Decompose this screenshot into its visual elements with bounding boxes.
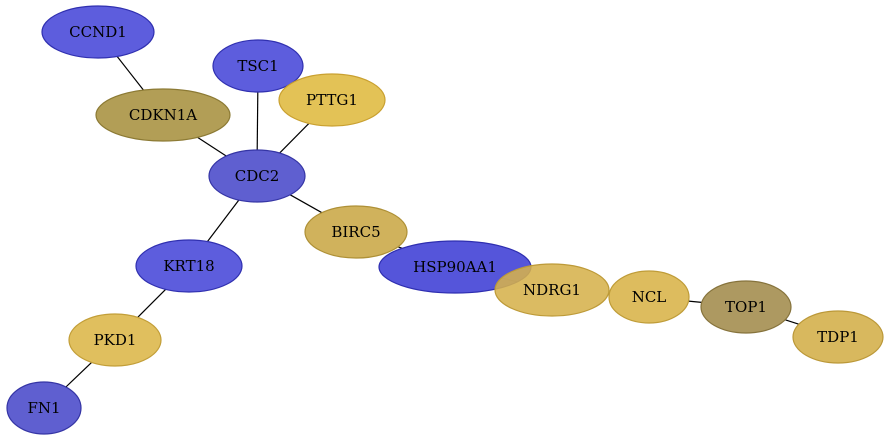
- node-label-tsc1: TSC1: [237, 57, 278, 75]
- node-ncl[interactable]: NCL: [608, 270, 690, 324]
- node-ellipse-krt18: [135, 239, 243, 293]
- node-ellipse-ndrg1: [494, 263, 610, 317]
- node-ellipse-birc5: [304, 205, 408, 259]
- node-birc5[interactable]: BIRC5: [304, 205, 408, 259]
- edge-cdc2-birc5: [289, 194, 323, 214]
- node-label-pttg1: PTTG1: [306, 91, 358, 109]
- node-label-krt18: KRT18: [163, 257, 214, 275]
- node-label-fn1: FN1: [27, 399, 60, 417]
- node-ellipse-ncl: [608, 270, 690, 324]
- node-label-ccnd1: CCND1: [69, 23, 127, 41]
- node-label-top1: TOP1: [725, 298, 767, 316]
- edge-tsc1-cdc2: [256, 91, 259, 151]
- node-ellipse-pkd1: [68, 313, 162, 367]
- node-top1[interactable]: TOP1: [700, 280, 792, 334]
- edges-layer: [65, 56, 799, 388]
- node-label-tdp1: TDP1: [817, 328, 859, 346]
- edge-top1-tdp1: [785, 319, 799, 325]
- node-ellipse-cdc2: [208, 149, 306, 203]
- node-label-hsp90aa1: HSP90AA1: [413, 258, 497, 276]
- node-cdc2[interactable]: CDC2: [208, 149, 306, 203]
- node-ellipse-tsc1: [212, 39, 304, 93]
- node-ellipse-cdkn1a: [95, 88, 231, 142]
- edge-ncl-top1: [688, 300, 702, 303]
- node-pkd1[interactable]: PKD1: [68, 313, 162, 367]
- node-ellipse-pttg1: [278, 73, 386, 127]
- node-ccnd1[interactable]: CCND1: [41, 5, 155, 59]
- edge-ccnd1-cdkn1a: [116, 56, 144, 91]
- node-krt18[interactable]: KRT18: [135, 239, 243, 293]
- node-label-cdkn1a: CDKN1A: [129, 106, 197, 124]
- node-fn1[interactable]: FN1: [6, 381, 82, 435]
- node-tdp1[interactable]: TDP1: [792, 310, 884, 364]
- node-label-pkd1: PKD1: [94, 331, 137, 349]
- node-ellipse-tdp1: [792, 310, 884, 364]
- node-label-birc5: BIRC5: [331, 223, 380, 241]
- node-ndrg1[interactable]: NDRG1: [494, 263, 610, 317]
- edge-pkd1-fn1: [65, 361, 93, 388]
- node-pttg1[interactable]: PTTG1: [278, 73, 386, 127]
- edge-cdc2-krt18: [206, 199, 240, 242]
- node-label-ndrg1: NDRG1: [523, 281, 581, 299]
- node-ellipse-top1: [700, 280, 792, 334]
- edge-krt18-pkd1: [137, 288, 167, 318]
- edge-cdkn1a-cdc2: [197, 136, 227, 157]
- node-label-ncl: NCL: [632, 288, 667, 306]
- node-cdkn1a[interactable]: CDKN1A: [95, 88, 231, 142]
- node-label-cdc2: CDC2: [235, 167, 280, 185]
- node-tsc1[interactable]: TSC1: [212, 39, 304, 93]
- edge-pttg1-cdc2: [279, 122, 310, 154]
- node-ellipse-ccnd1: [41, 5, 155, 59]
- node-ellipse-fn1: [6, 381, 82, 435]
